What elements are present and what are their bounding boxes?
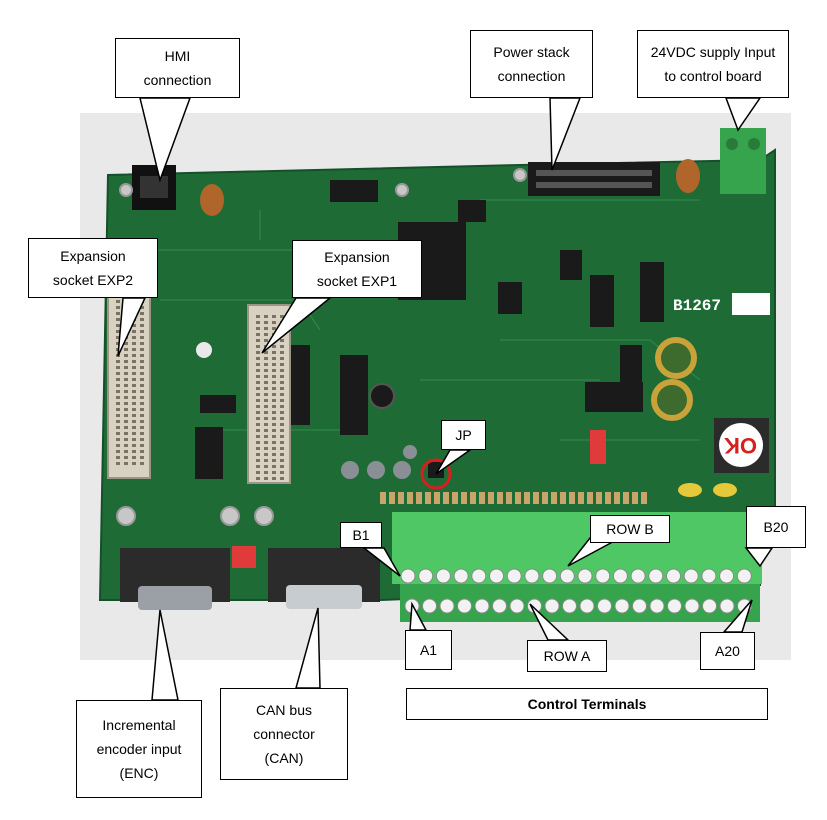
terminal-screw-b <box>719 568 735 584</box>
terminal-screw-a <box>614 598 630 614</box>
terminal-screw-a <box>562 598 577 614</box>
leader-b20 <box>744 547 774 568</box>
terminal-screw-a <box>439 598 455 614</box>
callout-a1: A1 <box>405 630 452 670</box>
callout-can-bus: CAN bus connector (CAN) <box>220 688 348 780</box>
ok-text: OK <box>724 433 757 458</box>
terminal-screw-b <box>630 568 646 584</box>
callout-row-b: ROW B <box>590 515 670 543</box>
coil <box>676 159 700 193</box>
callout-hmi-connection: HMI connection <box>115 38 240 98</box>
part-number-text: B1267 <box>673 297 721 315</box>
terminal-screw-b <box>736 568 752 584</box>
terminal-screw-b <box>559 568 575 584</box>
terminal-screw-b <box>489 568 504 584</box>
callout-expansion-exp2: Expansion socket EXP2 <box>28 238 158 298</box>
inductor <box>200 184 224 216</box>
leader-exp1 <box>261 297 333 354</box>
callout-a20: A20 <box>700 632 755 670</box>
callout-24vdc-supply: 24VDC supply Input to control board <box>637 30 789 98</box>
callout-control-terminals: Control Terminals <box>406 688 768 720</box>
jp-highlight-ring <box>420 458 452 490</box>
callout-expansion-exp1: Expansion socket EXP1 <box>292 240 422 298</box>
part-number-plate <box>670 293 732 315</box>
callout-b20: B20 <box>746 506 806 548</box>
callout-power-stack: Power stack connection <box>470 30 593 98</box>
terminal-screw-a <box>667 598 682 614</box>
smd-resistor-row <box>380 492 647 504</box>
dip-switch-can <box>232 546 256 568</box>
callout-b1: B1 <box>340 522 382 548</box>
terminal-screw-b <box>612 568 628 584</box>
ic-chips <box>195 200 664 479</box>
terminal-screw-a <box>702 598 717 614</box>
terminal-screw-b <box>506 568 522 584</box>
toroid-2 <box>651 379 693 421</box>
terminal-screw-a <box>544 598 560 614</box>
terminal-screw-a <box>632 598 647 614</box>
leader-b1 <box>361 547 401 577</box>
terminal-screw-b <box>435 568 451 584</box>
terminal-screw-b <box>648 568 664 584</box>
mounting-holes <box>116 168 527 526</box>
terminal-screw-b <box>453 568 469 584</box>
dip-switch-right <box>590 430 606 464</box>
leader-exp2 <box>117 297 147 357</box>
terminal-screw-b <box>418 568 434 584</box>
terminal-screw-b <box>524 568 540 584</box>
terminal-screw-a <box>422 598 437 614</box>
terminal-screw-b <box>595 568 611 584</box>
terminal-screw-a <box>649 598 665 614</box>
terminal-screw-a <box>684 598 700 614</box>
callout-encoder-input: Incremental encoder input (ENC) <box>76 700 202 798</box>
capacitor-row <box>341 445 417 479</box>
white-label <box>732 293 770 315</box>
terminal-screw-a <box>457 598 472 614</box>
socket-pin-grid <box>116 300 284 480</box>
terminal-screw-a <box>579 598 595 614</box>
terminal-block-b <box>392 512 762 584</box>
terminal-screw-b <box>683 568 699 584</box>
terminal-screw-b <box>701 568 717 584</box>
header-x2 <box>330 180 378 202</box>
callout-row-a: ROW A <box>527 640 607 672</box>
supply-terminal <box>720 128 766 194</box>
leader-hmi <box>139 97 192 183</box>
leader-lines <box>117 97 774 701</box>
terminal-screw-a <box>597 598 612 614</box>
terminal-screw-b <box>471 568 487 584</box>
terminal-screw-a <box>509 598 525 614</box>
power-stack-header <box>528 162 660 196</box>
terminal-screw-b <box>400 568 416 584</box>
toroid-1 <box>655 337 697 379</box>
terminal-screw-a <box>474 598 490 614</box>
terminal-screw-b <box>542 568 558 584</box>
terminal-screw-b <box>666 568 681 584</box>
leader-supply <box>724 97 762 132</box>
callout-jp: JP <box>441 420 486 450</box>
leader-power-stack <box>549 97 582 171</box>
terminal-screw-b <box>577 568 593 584</box>
header-x9 <box>585 382 643 412</box>
terminal-screw-a <box>719 598 735 614</box>
terminal-screw-a <box>492 598 507 614</box>
leader-jp <box>435 449 473 475</box>
